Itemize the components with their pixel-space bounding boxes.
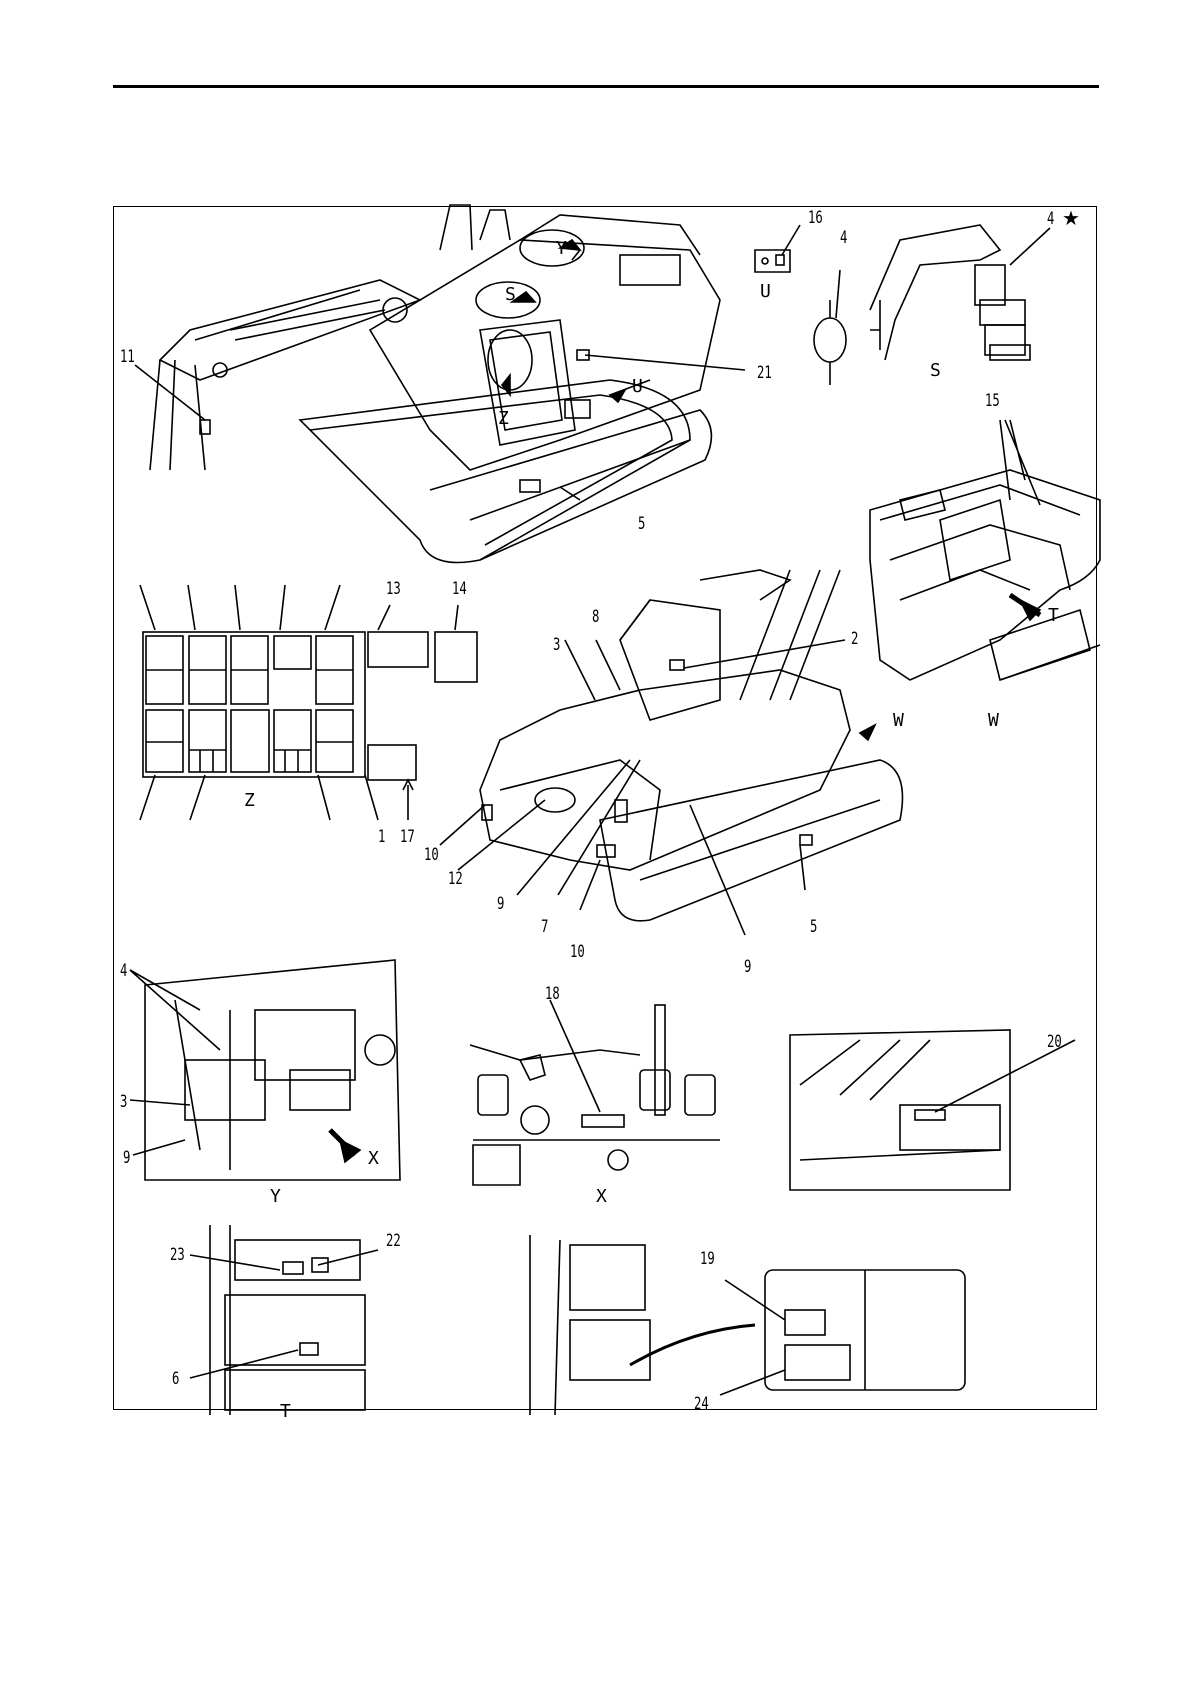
callout-10-bottom: 10	[570, 943, 585, 961]
callout-9-rear: 9	[497, 895, 504, 913]
view-label-y: Y	[270, 1188, 281, 1206]
view-label-x: X	[596, 1188, 607, 1206]
view-label-z: Z	[244, 792, 255, 810]
detail-t	[210, 1225, 365, 1415]
callout-4-y: 4	[120, 962, 127, 980]
arrow-label-x: X	[368, 1150, 379, 1168]
callout-13: 13	[386, 580, 401, 598]
arrow-label-w: W	[893, 712, 904, 730]
callout-5-rear: 5	[810, 918, 817, 936]
callout-10-left: 10	[424, 846, 439, 864]
callout-21: 21	[757, 364, 772, 382]
detail-x	[470, 1005, 720, 1185]
callout-19: 19	[700, 1250, 715, 1268]
detail-u	[755, 225, 800, 272]
arrow-label-t: T	[1048, 607, 1059, 625]
callout-24: 24	[694, 1395, 709, 1413]
view-label-s: S	[930, 362, 941, 380]
arrow-label-z: Z	[498, 410, 509, 428]
callout-2: 2	[851, 630, 858, 648]
callout-5-top: 5	[638, 515, 645, 533]
callout-23: 23	[170, 1246, 185, 1264]
callout-14: 14	[452, 580, 467, 598]
callout-16: 16	[808, 209, 823, 227]
detail-w	[870, 420, 1100, 680]
callout-1: 1	[378, 828, 385, 846]
callout-9-track: 9	[744, 958, 751, 976]
callout-9-y: 9	[123, 1149, 130, 1167]
callout-6: 6	[172, 1370, 179, 1388]
arrow-label-u: U	[632, 378, 643, 396]
excavator-rear-view	[480, 570, 903, 921]
detail-y	[145, 960, 400, 1180]
callout-17: 17	[400, 828, 415, 846]
callout-22: 22	[386, 1232, 401, 1250]
star-mark: ★	[1062, 208, 1080, 228]
callout-12: 12	[448, 870, 463, 888]
arrow-label-y: Y	[556, 240, 567, 258]
arrow-label-s: S	[505, 286, 516, 304]
detail-cab-panel	[530, 1235, 965, 1415]
callout-8: 8	[592, 608, 599, 626]
callout-4-s: 4	[840, 229, 847, 247]
callout-3-y: 3	[120, 1093, 127, 1111]
detail-hydraulic	[790, 1030, 1010, 1190]
view-label-u: U	[760, 283, 771, 301]
callout-11: 11	[120, 348, 135, 366]
callout-3-rear: 3	[553, 636, 560, 654]
callout-4-star: 4	[1047, 210, 1054, 228]
callout-18: 18	[545, 985, 560, 1003]
callout-15: 15	[985, 392, 1000, 410]
callout-7: 7	[541, 918, 548, 936]
view-label-w: W	[988, 712, 999, 730]
view-label-t: T	[280, 1403, 291, 1421]
label-board-z	[140, 585, 477, 820]
callout-20: 20	[1047, 1033, 1062, 1051]
